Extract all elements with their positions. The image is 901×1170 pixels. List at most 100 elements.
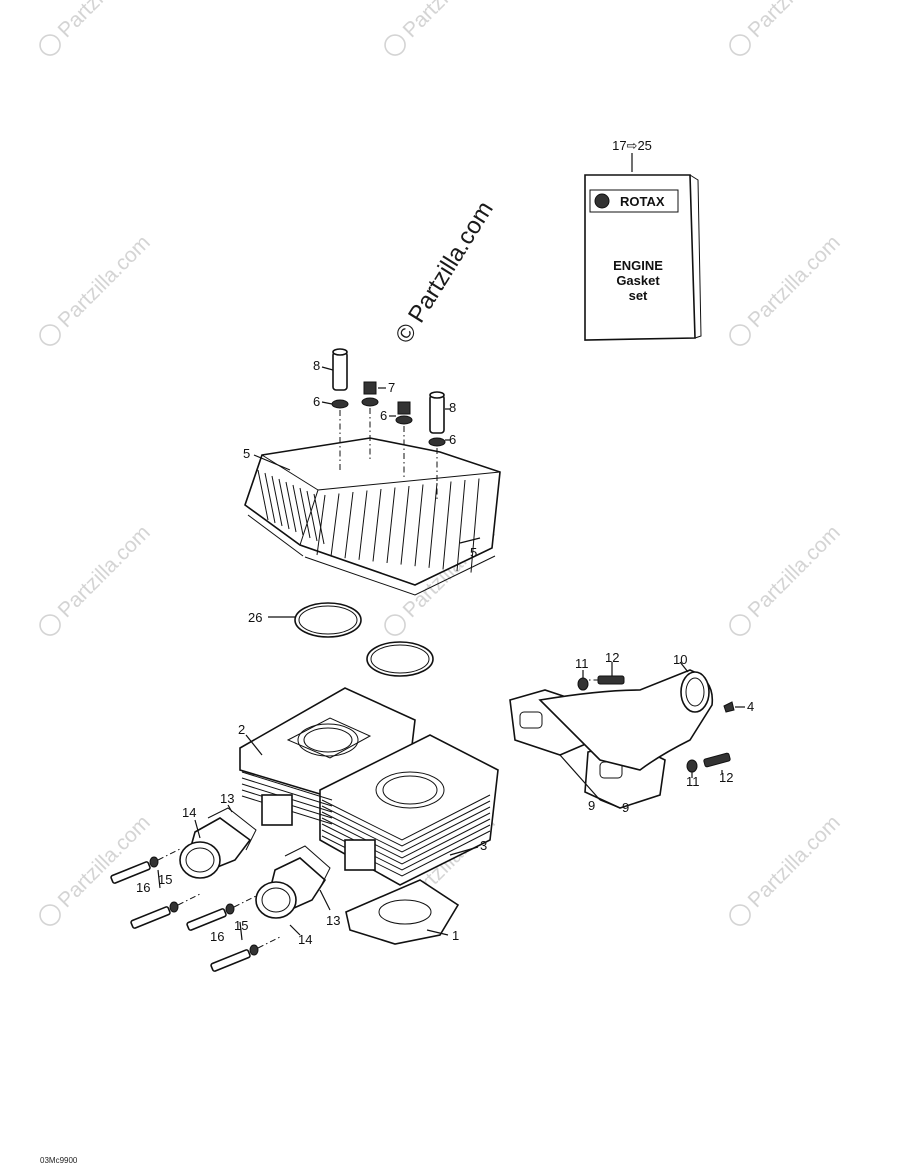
- callout-booklet-ref[interactable]: 17⇨25: [612, 138, 652, 153]
- washer[interactable]: [149, 856, 159, 868]
- watermark-text: Partzilla.com: [54, 231, 155, 332]
- bolt[interactable]: [130, 906, 171, 929]
- base-gasket[interactable]: [345, 879, 460, 945]
- watermark-text: Partzilla.com: [399, 0, 500, 42]
- assembly-line: [233, 894, 259, 908]
- callout-5a[interactable]: 5: [243, 446, 250, 461]
- bolt[interactable]: [110, 861, 151, 884]
- callout-8a[interactable]: 8: [313, 358, 320, 373]
- callout-6b[interactable]: 6: [380, 408, 387, 423]
- callout-14b[interactable]: 14: [298, 932, 312, 947]
- callout-12b[interactable]: 12: [719, 770, 733, 785]
- head-fin: [257, 469, 269, 521]
- head-fin: [299, 487, 311, 539]
- copyright-icon: [729, 324, 751, 346]
- washer[interactable]: [249, 944, 259, 956]
- booklet-title-3: set: [629, 288, 648, 303]
- head-fin: [316, 494, 326, 556]
- cylinder-fin: [321, 806, 491, 853]
- watermark-text: Partzilla.com: [744, 0, 845, 42]
- copyright-icon: [39, 904, 61, 926]
- watermark-tile: Partzilla.com: [729, 811, 845, 926]
- copyright-icon: [39, 324, 61, 346]
- watermark-tile: Partzilla.com: [39, 0, 155, 56]
- callout-11a[interactable]: 11: [575, 656, 589, 671]
- cylinder-fin: [241, 771, 333, 801]
- cylinder-fin: [321, 800, 491, 847]
- watermark-tile: Partzilla.com: [384, 0, 500, 56]
- watermark-text: Partzilla.com: [744, 811, 845, 912]
- callout-14a[interactable]: 14: [182, 805, 196, 820]
- copyright-icon: [39, 34, 61, 56]
- callout-16a[interactable]: 16: [136, 880, 150, 895]
- head-fin: [456, 479, 466, 572]
- callout-3[interactable]: 3: [480, 838, 487, 853]
- head-fin: [428, 482, 438, 568]
- head-fin: [386, 487, 396, 564]
- head-fin: [271, 475, 283, 527]
- booklet-brand: ROTAX: [620, 194, 665, 209]
- head-fin: [278, 478, 290, 530]
- intake-sockets[interactable]: [179, 807, 331, 919]
- callout-10[interactable]: 10: [673, 652, 687, 667]
- callout-15a[interactable]: 15: [158, 872, 172, 887]
- cylinder-head-assembly[interactable]: [244, 437, 501, 596]
- copyright-icon: [729, 904, 751, 926]
- rotax-logo-icon: [594, 193, 610, 209]
- callout-26[interactable]: 26: [248, 610, 262, 625]
- watermark-tile: Partzilla.com: [39, 231, 155, 346]
- watermark-text: Partzilla.com: [54, 811, 155, 912]
- leader-lines: [157, 366, 745, 941]
- rotax-logo-box: [589, 189, 679, 213]
- callout-9b[interactable]: 9: [622, 800, 629, 815]
- head-fin: [292, 484, 304, 536]
- callout-7[interactable]: 7: [388, 380, 395, 395]
- bolt[interactable]: [210, 949, 251, 972]
- copyright-icon: [384, 614, 406, 636]
- callout-5b[interactable]: 5: [470, 545, 477, 560]
- head-fin: [264, 472, 276, 524]
- callout-15b[interactable]: 15: [234, 918, 248, 933]
- assembly-line: [257, 935, 283, 949]
- intake-bolts[interactable]: [110, 847, 283, 972]
- cylinders[interactable]: [239, 687, 499, 886]
- copyright-icon: [39, 614, 61, 636]
- drawing-code: 03Mc9900: [40, 1156, 78, 1165]
- head-fin: [285, 481, 297, 533]
- head-fin: [344, 491, 354, 559]
- watermark-text: Partzilla.com: [744, 231, 845, 332]
- head-fin: [306, 490, 318, 542]
- washer[interactable]: [225, 903, 235, 915]
- callouts: 1 2 3 4 5 5 6 6 6 7 8 8 9 9 10 11 11 12 …: [136, 358, 754, 947]
- callout-9a[interactable]: 9: [588, 798, 595, 813]
- copyright-icon: [384, 34, 406, 56]
- head-fin: [442, 481, 452, 570]
- callout-2[interactable]: 2: [238, 722, 245, 737]
- watermark-tile: Partzilla.com: [729, 231, 845, 346]
- watermark-text: Partzilla.com: [54, 0, 155, 42]
- head-fin: [414, 484, 424, 567]
- callout-13b[interactable]: 13: [326, 913, 340, 928]
- callout-11b[interactable]: 11: [686, 774, 700, 789]
- head-fin: [358, 490, 368, 560]
- cylinder-fin: [321, 794, 491, 841]
- callout-13a[interactable]: 13: [220, 791, 234, 806]
- assembly-line: [157, 847, 183, 861]
- booklet-title-2: Gasket: [616, 273, 660, 288]
- exhaust-manifold[interactable]: [509, 669, 735, 809]
- bolt[interactable]: [186, 908, 227, 931]
- copyright-icon: [729, 614, 751, 636]
- gasket-set-booklet[interactable]: ROTAX ENGINE Gasket set: [584, 153, 702, 341]
- o-rings[interactable]: [294, 602, 434, 677]
- callout-6a[interactable]: 6: [313, 394, 320, 409]
- watermark-text: Partzilla.com: [744, 521, 845, 622]
- head-hardware[interactable]: [331, 348, 446, 500]
- callout-16b[interactable]: 16: [210, 929, 224, 944]
- callout-4[interactable]: 4: [747, 699, 754, 714]
- washer[interactable]: [169, 901, 179, 913]
- callout-8b[interactable]: 8: [449, 400, 456, 415]
- callout-1[interactable]: 1: [452, 928, 459, 943]
- callout-12a[interactable]: 12: [605, 650, 619, 665]
- callout-6c[interactable]: 6: [449, 432, 456, 447]
- center-watermark: © Partzilla.com: [390, 197, 499, 348]
